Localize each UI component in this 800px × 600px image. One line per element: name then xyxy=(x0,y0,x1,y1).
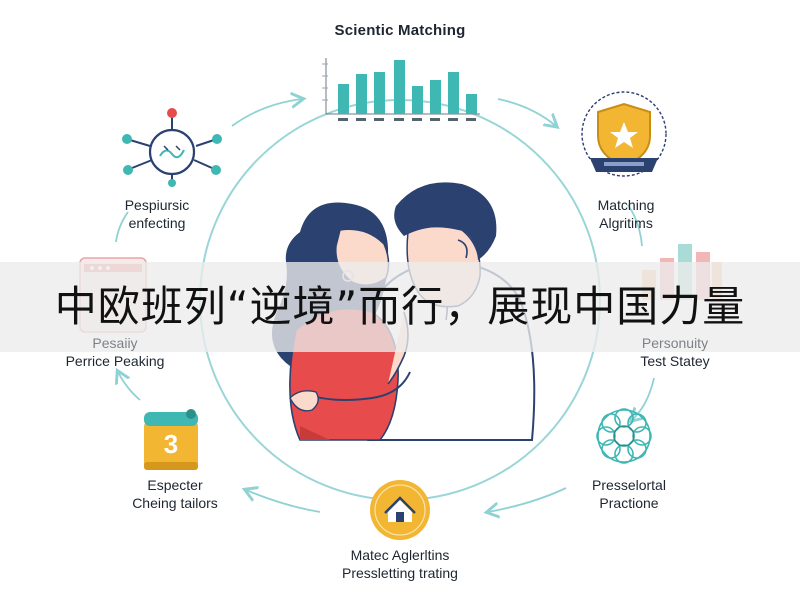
node-match-algorithms: Matec Aglerltins Pressletting trating xyxy=(300,546,500,582)
arrow-top-left xyxy=(231,99,302,127)
arrow-right-lower xyxy=(632,377,655,420)
node-match-algorithms-line1: Matec Aglerltins xyxy=(350,547,450,563)
node-personality-peaking: Pesaiiy Perrice Peaking xyxy=(40,334,190,370)
bar-chart-icon xyxy=(322,58,480,121)
node-expected-chemistry-line1: Especter xyxy=(147,477,203,493)
headline-text: 中欧班列“逆境”而行，展现中国力量 xyxy=(54,282,746,331)
shield-badge-icon xyxy=(581,91,667,177)
node-perceptual-detecting-line1: Pespiursic xyxy=(124,197,190,213)
node-personality-peaking-line2: Perrice Peaking xyxy=(65,353,165,369)
node-expected-chemistry: Especter Cheing tailors xyxy=(100,476,250,512)
node-preselected-practice: Presselortal Practione xyxy=(564,476,694,512)
arrow-top-right xyxy=(497,98,556,126)
node-matching-algorithms: Matching Algritims xyxy=(566,196,686,232)
number-3-icon: 3 xyxy=(163,429,179,459)
arrow-right-upper xyxy=(627,204,643,247)
node-scientific-matching-title: Scientic Matching xyxy=(334,22,466,39)
number-badge-icon xyxy=(144,409,198,470)
node-personality-peaking-line1: Pesaiiy xyxy=(92,335,138,351)
node-perceptual-detecting: Pespiursic enfecting xyxy=(92,196,222,232)
node-personality-test-line2: Test Statey xyxy=(640,353,710,369)
arrow-left-lower xyxy=(118,372,141,401)
node-matching-algorithms-line2: Algritims xyxy=(599,215,653,231)
arrow-left-upper xyxy=(115,211,129,243)
node-personality-test: Personuity Test Statey xyxy=(610,334,740,370)
node-matching-algorithms-line1: Matching xyxy=(597,197,655,213)
headline-banner xyxy=(0,262,800,352)
arrow-bottom-left xyxy=(246,490,321,513)
node-preselected-practice-line2: Practione xyxy=(599,495,659,511)
node-preselected-practice-line1: Presselortal xyxy=(592,477,666,493)
home-badge-icon xyxy=(370,480,430,540)
node-perceptual-detecting-line2: enfecting xyxy=(128,215,186,231)
node-personality-test-line1: Personuity xyxy=(641,335,709,351)
node-expected-chemistry-line2: Cheing tailors xyxy=(132,495,218,511)
network-icon xyxy=(122,108,222,187)
node-match-algorithms-line2: Pressletting trating xyxy=(342,565,458,581)
flower-network-icon xyxy=(596,408,652,464)
arrow-bottom-right xyxy=(488,487,567,512)
